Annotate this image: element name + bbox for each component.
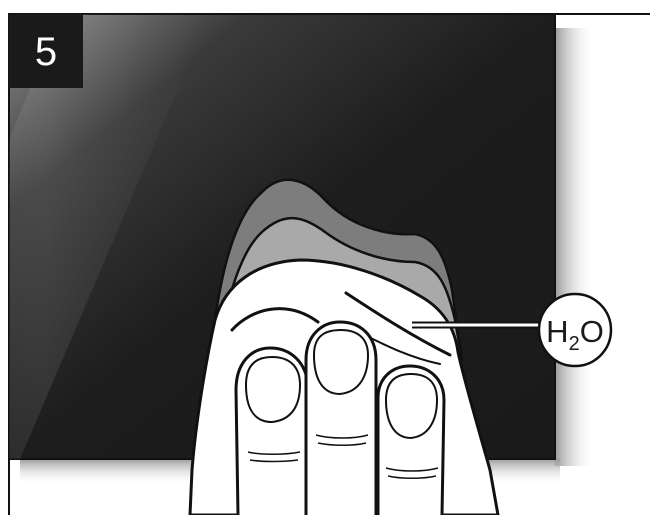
callout-h: H <box>546 314 568 349</box>
callout-o: O <box>580 314 604 349</box>
step-badge: 5 <box>9 14 83 88</box>
finger-right <box>378 366 444 515</box>
finger-left <box>236 348 308 515</box>
finger-middle <box>306 322 376 515</box>
callout-subscript: 2 <box>569 333 580 355</box>
step-number: 5 <box>35 30 57 74</box>
